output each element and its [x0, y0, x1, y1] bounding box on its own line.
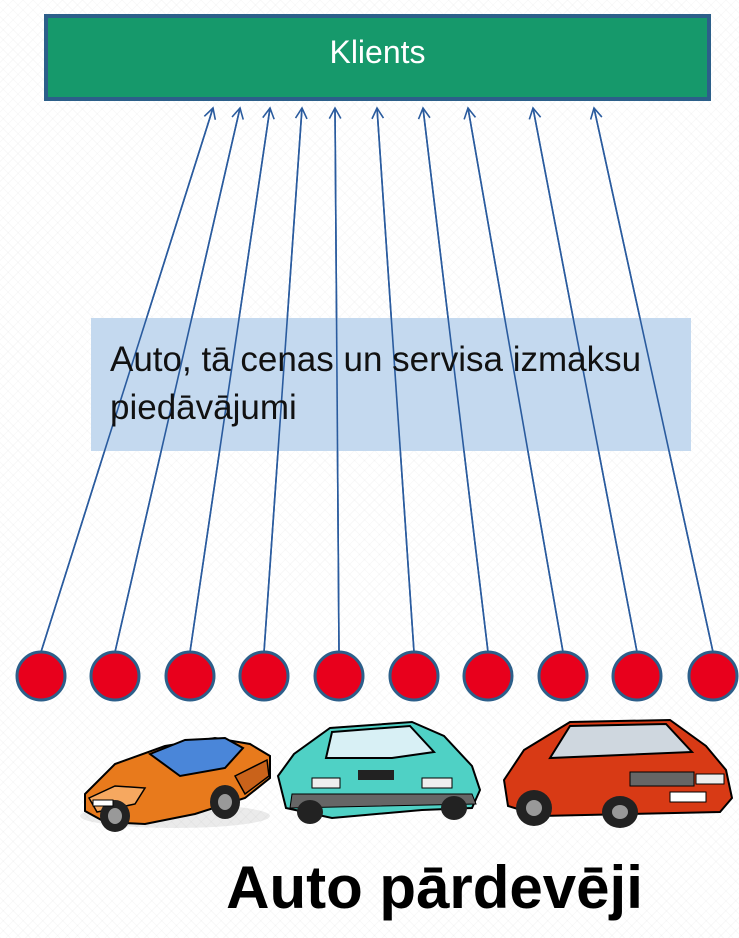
red-sedan-car-icon: [502, 718, 734, 828]
offer-arrow: [593, 107, 714, 653]
dealer-dot: [313, 650, 365, 702]
dealer-dot: [462, 650, 514, 702]
dealer-dot: [687, 650, 739, 702]
offer-arrow: [532, 107, 638, 653]
offer-arrow: [189, 107, 271, 653]
offer-arrow: [114, 107, 241, 653]
offer-arrow: [422, 107, 489, 653]
offer-arrow: [40, 107, 214, 653]
offer-arrow: [334, 107, 340, 653]
dealer-dot: [238, 650, 290, 702]
offer-note-box: [91, 318, 691, 451]
dealer-dot: [89, 650, 141, 702]
offer-arrow: [263, 107, 303, 653]
dealer-dot: [15, 650, 67, 702]
dealer-dot: [164, 650, 216, 702]
offer-arrow: [467, 107, 564, 653]
dealers-title: Auto pārdevēji: [226, 854, 643, 921]
dealer-dot: [537, 650, 589, 702]
offer-arrow: [376, 107, 415, 653]
client-box: Klients: [44, 14, 711, 101]
offer-note-text: Auto, tā cenas un servisa izmaksu piedāv…: [110, 340, 642, 427]
orange-sports-car-icon: [80, 736, 271, 832]
dealer-dot: [611, 650, 663, 702]
teal-hatchback-car-icon: [276, 720, 482, 824]
client-label: Klients: [329, 34, 426, 70]
dealer-dot: [388, 650, 440, 702]
